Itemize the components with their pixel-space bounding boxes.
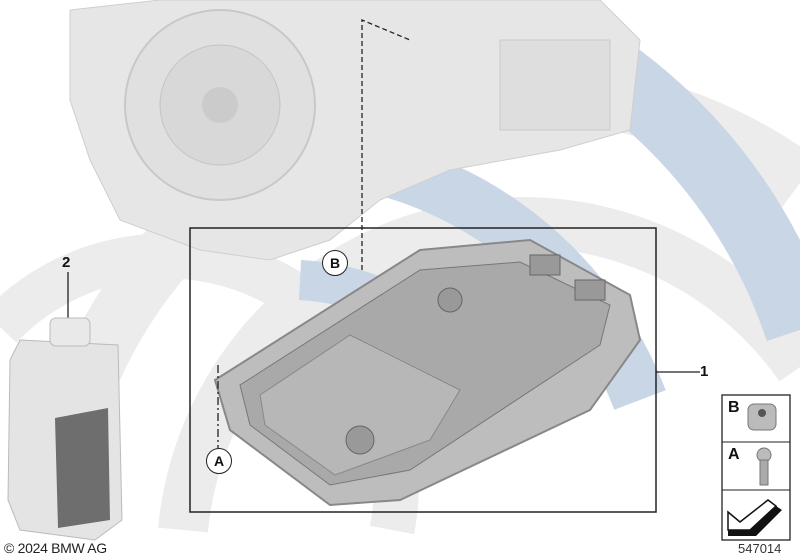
legend-letter-a: A — [728, 446, 740, 463]
part-1-frame — [189, 227, 657, 513]
plug-screw-icon — [747, 403, 777, 431]
legend-box — [721, 394, 791, 541]
callout-a: A — [206, 448, 232, 474]
callout-b: B — [322, 250, 348, 276]
copyright: © 2024 BMW AG — [4, 540, 107, 556]
part-number-1: 1 — [700, 363, 709, 380]
oil-bottle-illustration — [7, 317, 123, 541]
transmission-illustration — [69, 0, 641, 261]
image-number: 547014 — [738, 541, 782, 556]
part-number-2: 2 — [62, 254, 71, 271]
oil-pan-illustration — [213, 238, 642, 507]
bolt-icon — [756, 447, 772, 486]
legend-letter-b: B — [728, 399, 740, 416]
leader-line-b — [361, 19, 411, 270]
